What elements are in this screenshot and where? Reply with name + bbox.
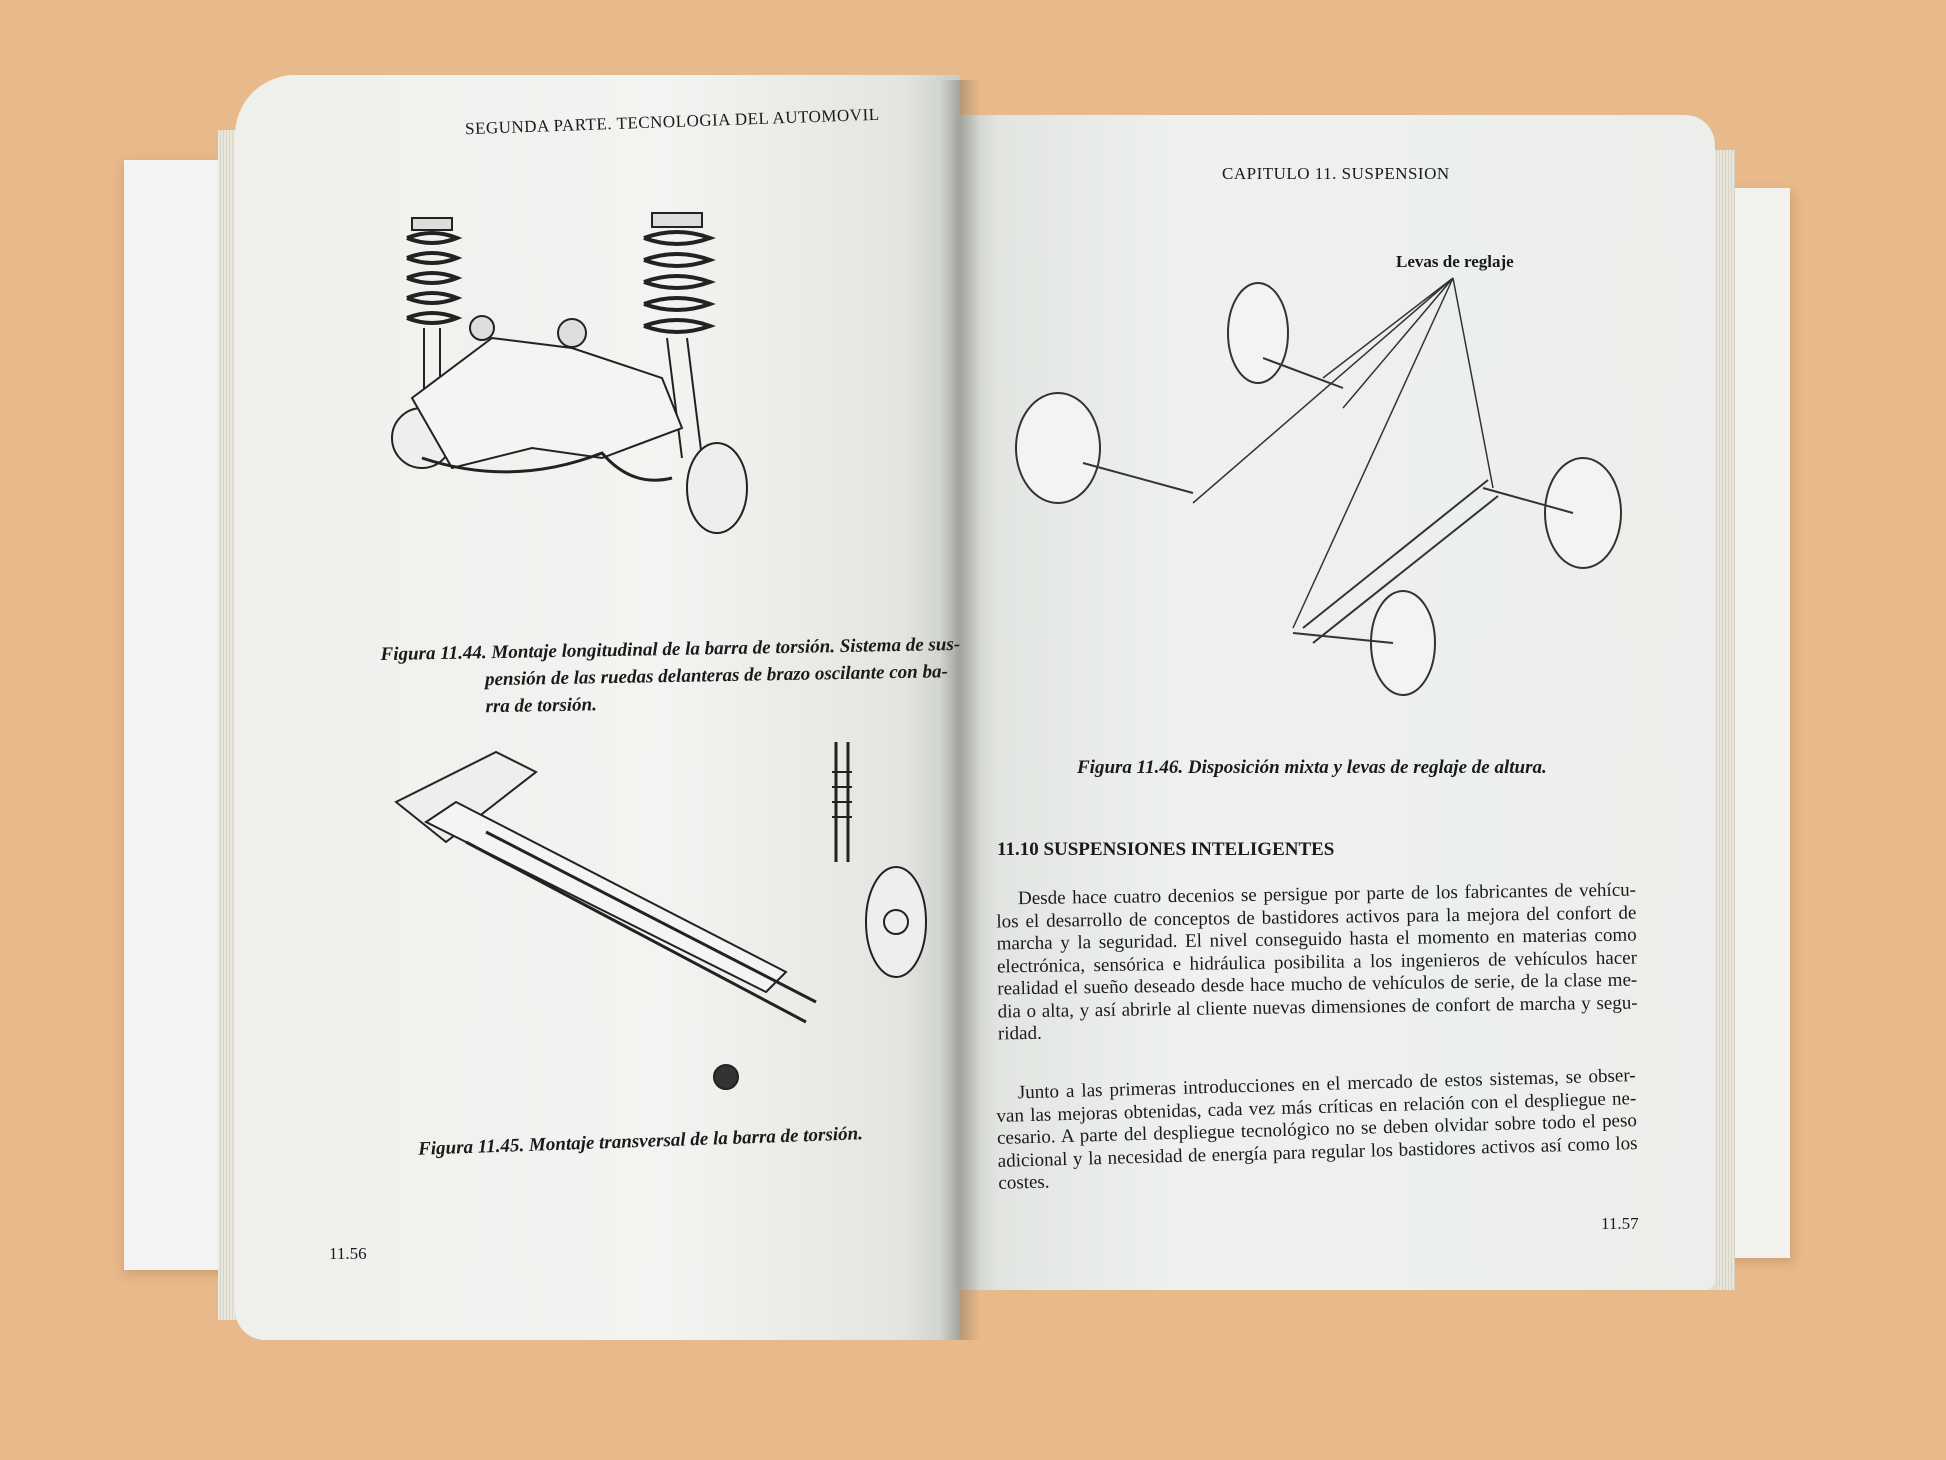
right-page-number: 11.57 — [1601, 1214, 1639, 1233]
book-gutter — [940, 80, 980, 1340]
subframe — [410, 336, 684, 470]
right-page — [955, 115, 1715, 1290]
figure-11-46-label: Levas de reglaje — [1396, 252, 1514, 271]
figure-11-46-caption: Figura 11.46. Disposición mixta y levas … — [1077, 757, 1547, 778]
paragraph-2: Junto a las primeras introducciones en e… — [996, 1065, 1639, 1195]
figure-11-46-illustration — [1015, 277, 1622, 696]
figure-11-44-illustration — [391, 212, 748, 534]
coil-spring-right — [643, 212, 748, 534]
left-page-number: 11.56 — [329, 1244, 367, 1263]
right-running-header: CAPITULO 11. SUSPENSION — [1222, 164, 1450, 183]
paragraph-1: Desde hace cuatro decenios se persigue p… — [996, 880, 1638, 1046]
section-heading: 11.10 SUSPENSIONES INTELIGENTES — [997, 839, 1335, 860]
figure-11-44-caption: Figura 11.44. Montaje longitudinal de la… — [380, 631, 961, 722]
figure-11-45-illustration — [394, 742, 927, 1090]
left-page — [235, 75, 960, 1340]
